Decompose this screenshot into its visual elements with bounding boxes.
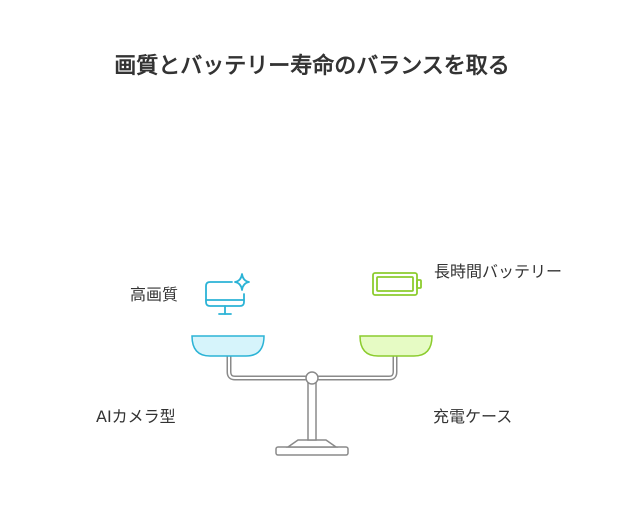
page-title: 画質とバッテリー寿命のバランスを取る (114, 54, 510, 79)
monitor-sparkle-icon (205, 273, 250, 315)
right-pan (359, 335, 433, 357)
left-bottom-label: AIカメラ型 (96, 407, 176, 426)
right-top-label: 長時間バッテリー (434, 262, 563, 281)
battery-icon (372, 272, 422, 296)
scale-pivot (305, 371, 319, 385)
right-bottom-label: 充電ケース (433, 407, 513, 426)
left-top-label: 高画質 (130, 285, 179, 304)
left-pan (191, 335, 265, 357)
scale-pole (307, 381, 317, 441)
scale-base (275, 439, 349, 456)
